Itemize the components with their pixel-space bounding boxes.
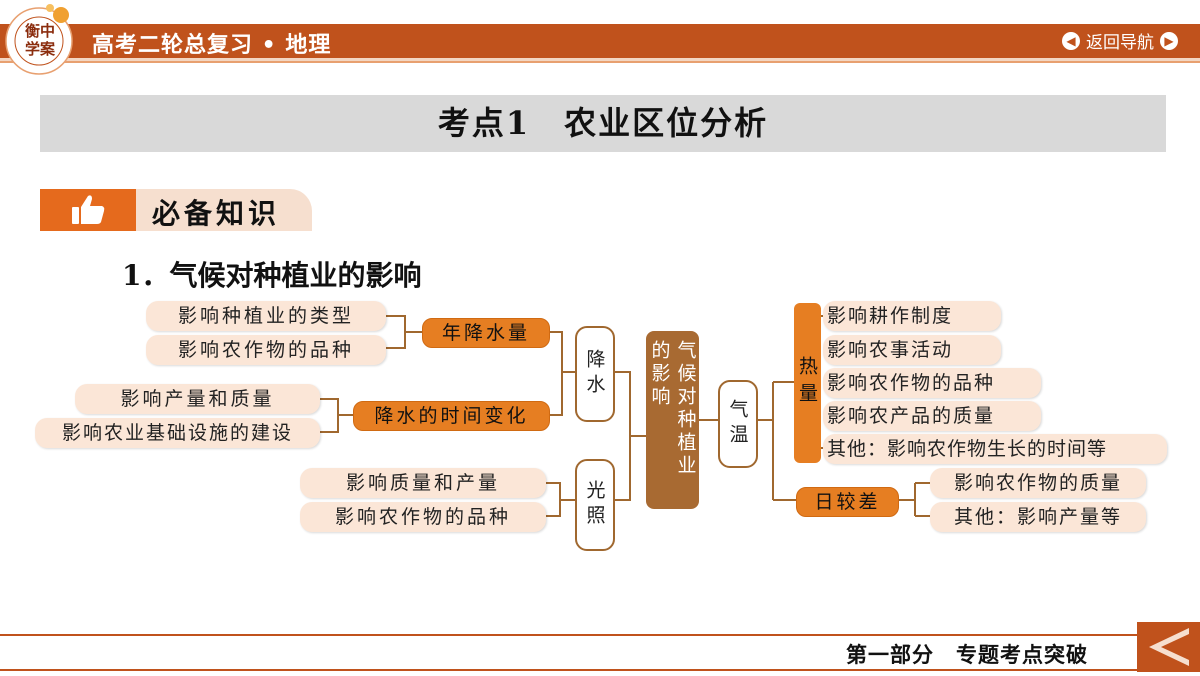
mindmap-center: 气候对种植业的影响 [646, 331, 699, 509]
thumbs-up-icon [40, 189, 136, 231]
footer-section-label: 第一部分 专题考点突破 [846, 642, 1088, 667]
branch-precipitation-timing: 降水的时间变化 [353, 401, 550, 431]
section-tag: 必备知识 [40, 189, 312, 231]
branch-precipitation: 降水 [575, 326, 615, 422]
footer-divider [0, 634, 1145, 636]
branch-sunlight: 光照 [575, 459, 615, 551]
next-arrow-icon[interactable]: ▶ [1160, 31, 1178, 50]
leaf-item: 影响农产品的质量 [823, 401, 1041, 431]
back-to-nav-link[interactable]: 返回导航 [1086, 33, 1154, 53]
title-bar [40, 95, 1166, 152]
page-title: 考点1 农业区位分析 [437, 104, 769, 142]
leaf-item: 其他：影响农作物生长的时间等 [823, 434, 1167, 464]
logo-text: 衡中学案 [24, 22, 55, 58]
logo: 衡中学案 [2, 4, 76, 78]
branch-diurnal-range: 日较差 [796, 487, 899, 517]
branch-annual-precipitation: 年降水量 [422, 318, 550, 348]
leaf-item: 影响农作物的品种 [300, 502, 546, 532]
leaf-item: 影响农作物的质量 [930, 468, 1146, 498]
mindmap-center-label: 气候对种植业的影响 [648, 340, 697, 478]
branch-heat: 热量 [794, 303, 821, 463]
nav-controls: ◀ 返回导航 ▶ [1062, 28, 1178, 53]
subheading: 1．气候对种植业的影响 [122, 259, 422, 292]
leaf-item: 影响农作物的品种 [146, 335, 386, 365]
leaf-item: 影响农业基础设施的建设 [35, 418, 320, 448]
leaf-item: 其他：影响产量等 [930, 502, 1146, 532]
leaf-item: 影响农作物的品种 [823, 368, 1041, 398]
section-tag-label: 必备知识 [152, 197, 281, 230]
header-bar [0, 24, 1200, 63]
leaf-item: 影响产量和质量 [75, 384, 320, 414]
leaf-item: 影响种植业的类型 [146, 301, 386, 331]
previous-arrow-icon[interactable]: ◀ [1062, 31, 1080, 50]
leaf-item: 影响质量和产量 [300, 468, 546, 498]
course-title: 高考二轮总复习 • 地理 [92, 33, 332, 58]
leaf-item: 影响耕作制度 [823, 301, 1001, 331]
branch-temperature: 气温 [718, 380, 758, 468]
footer-divider [0, 669, 1145, 671]
leaf-item: 影响农事活动 [823, 335, 1001, 365]
back-arrow-icon[interactable] [1137, 622, 1200, 672]
